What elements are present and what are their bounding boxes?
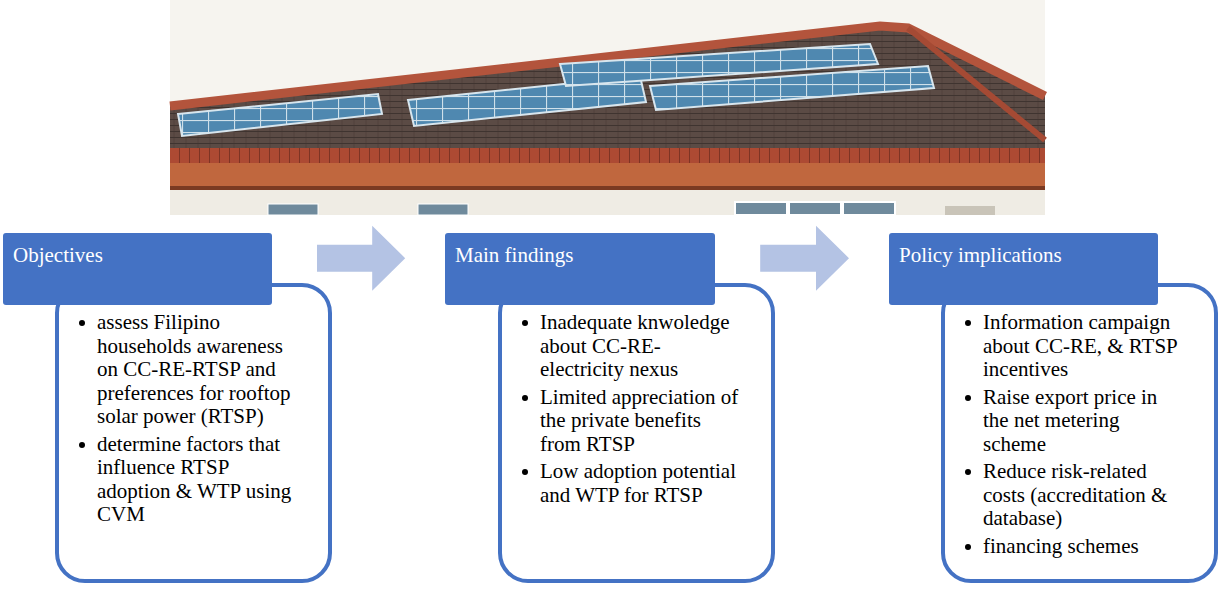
- content-box: Information campaign about CC-RE, & RTSP…: [941, 283, 1218, 583]
- bullet-text: financing schemes: [983, 535, 1183, 559]
- bullet-dot: [965, 320, 971, 326]
- header-text: Policy implications: [899, 243, 1062, 267]
- bullet-dot: [79, 442, 85, 448]
- wall-detail: [945, 206, 995, 215]
- window: [268, 204, 318, 215]
- bullet-dot: [522, 395, 528, 401]
- bullet-dot: [79, 320, 85, 326]
- window: [789, 202, 841, 215]
- solar-panel: [178, 94, 382, 136]
- bullet-text: Information campaign about CC-RE, & RTSP…: [983, 311, 1183, 382]
- bullet-dot: [522, 320, 528, 326]
- block-arrow: [317, 226, 405, 291]
- header-box: Policy implications: [889, 233, 1158, 305]
- header-box: Main findings: [445, 233, 715, 305]
- roof: [170, 26, 1045, 165]
- solar-panel: [650, 66, 934, 110]
- header-text: Objectives: [13, 243, 103, 267]
- window: [735, 202, 787, 215]
- bullet-text: Limited appreciation of the private bene…: [540, 386, 740, 457]
- bullet-text: assess Filipino households awareness on …: [97, 311, 297, 429]
- sky: [170, 0, 1045, 215]
- fascia: [170, 163, 1045, 186]
- bullet-dot: [522, 469, 528, 475]
- block-arrow: [760, 226, 849, 291]
- roof-eave: [170, 148, 1045, 163]
- window: [418, 204, 468, 215]
- bullet-text: Inadequate knwoledge about CC-RE-electri…: [540, 311, 740, 382]
- window: [843, 202, 895, 215]
- bullet-text: Reduce risk-related costs (accreditation…: [983, 460, 1183, 531]
- wall: [170, 190, 1045, 215]
- content-box: assess Filipino households awareness on …: [55, 283, 332, 583]
- fascia-edge: [170, 186, 1045, 190]
- bullet-dot: [965, 469, 971, 475]
- bullet-dot: [965, 395, 971, 401]
- content-box: Inadequate knwoledge about CC-RE-electri…: [498, 283, 775, 583]
- bullet-text: Raise export price in the net metering s…: [983, 386, 1183, 457]
- bullet-text: Low adoption potential and WTP for RTSP: [540, 460, 740, 507]
- bullet-text: determine factors that influence RTSP ad…: [97, 433, 297, 527]
- header-box: Objectives: [3, 233, 272, 305]
- bullet-dot: [965, 544, 971, 550]
- header-text: Main findings: [455, 243, 573, 267]
